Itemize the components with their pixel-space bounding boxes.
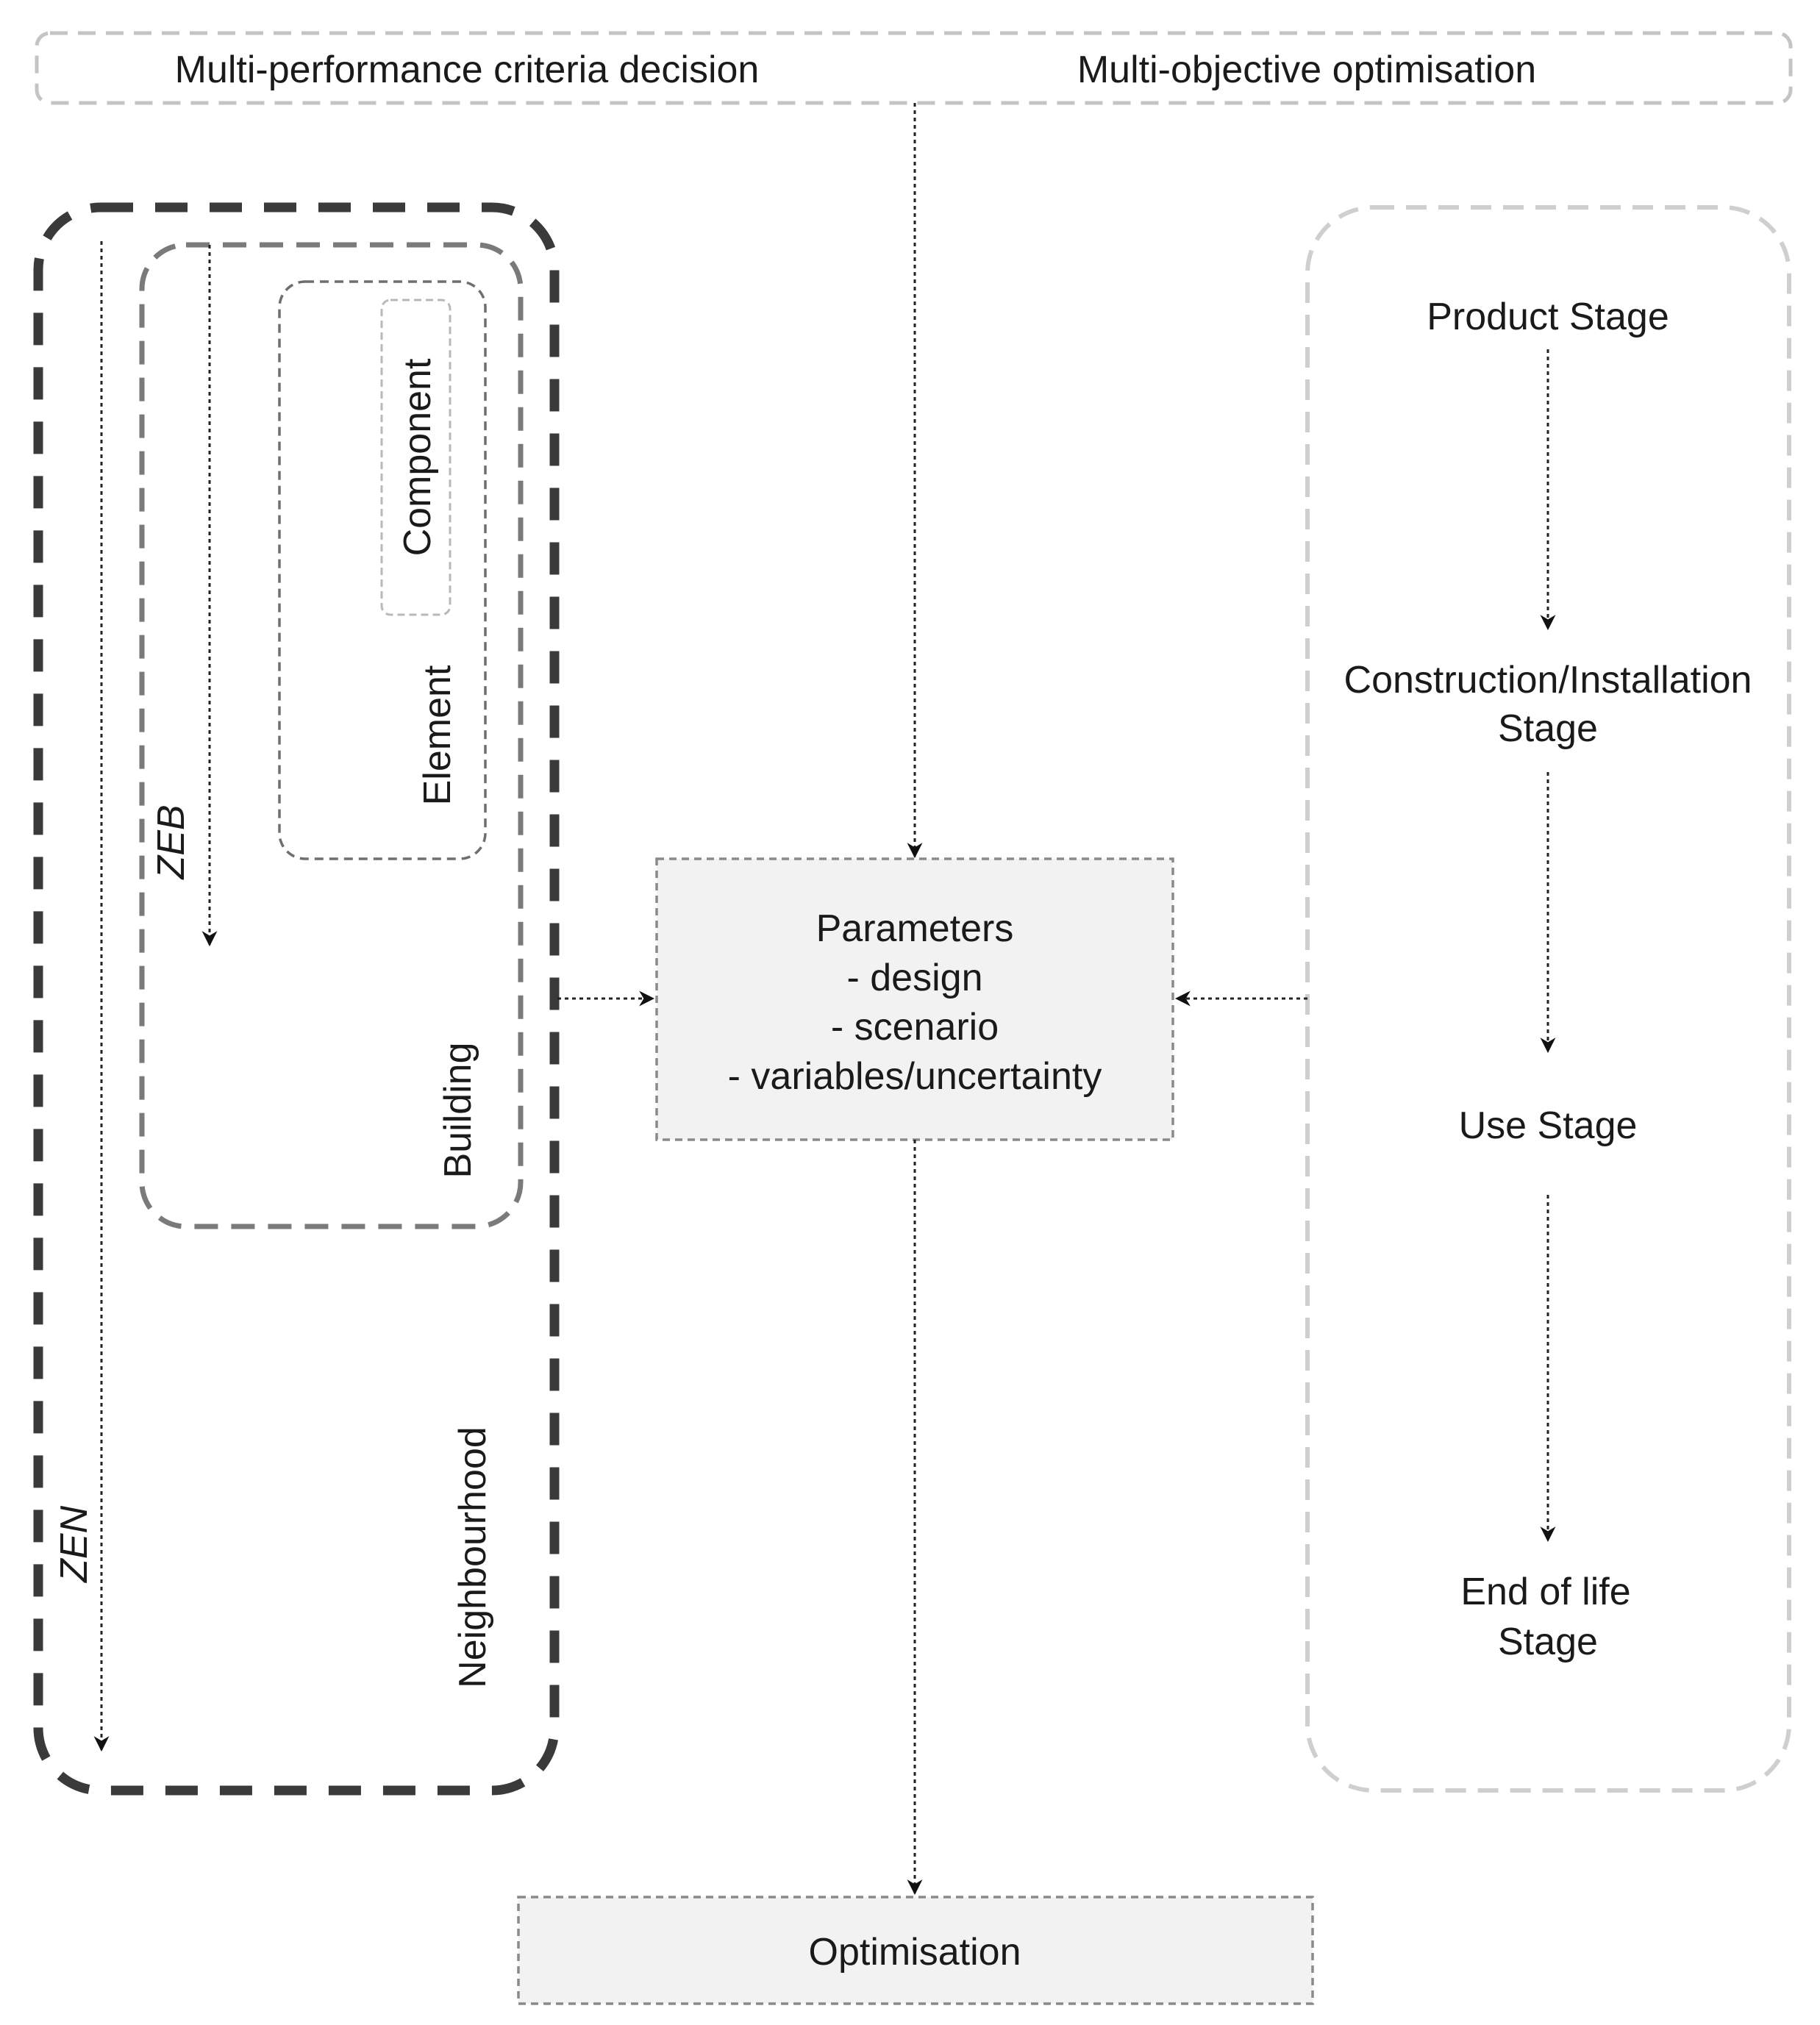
neighbourhood-box: [33, 202, 560, 1796]
element-box: [278, 280, 487, 860]
parameters-box: [655, 857, 1174, 1141]
parameters-title: Parameters: [816, 907, 1014, 950]
product-stage-label: Product Stage: [1427, 296, 1669, 338]
neighbourhood-label: Neighbourhood: [452, 1426, 494, 1688]
construction-stage-label-line1: Construction/Installation: [1344, 659, 1752, 701]
criteria-header-box: [35, 31, 1793, 105]
zeb-label: ZEB: [150, 804, 193, 880]
parameter-item-scenario: - scenario: [831, 1006, 999, 1049]
multi-objective-optimisation-label: Multi-objective optimisation: [1077, 49, 1536, 91]
optimisation-label: Optimisation: [809, 1931, 1021, 1974]
zen-label: ZEN: [53, 1506, 96, 1584]
lifecycle-box: [1305, 205, 1791, 1793]
eol-stage-label-line1: End of life: [1460, 1571, 1630, 1613]
construction-stage-label-line2: Stage: [1498, 707, 1598, 750]
component-box: [380, 299, 452, 616]
multi-performance-criteria-label: Multi-performance criteria decision: [175, 49, 760, 91]
use-stage-label: Use Stage: [1459, 1104, 1638, 1147]
building-label: Building: [437, 1042, 479, 1178]
element-label: Element: [416, 665, 459, 805]
component-label: Component: [396, 358, 439, 556]
optimisation-box: [517, 1896, 1314, 2005]
parameter-item-design: - design: [847, 957, 983, 999]
parameter-item-variables: - variables/uncertainty: [728, 1055, 1102, 1098]
eol-stage-label-line2: Stage: [1498, 1621, 1598, 1663]
